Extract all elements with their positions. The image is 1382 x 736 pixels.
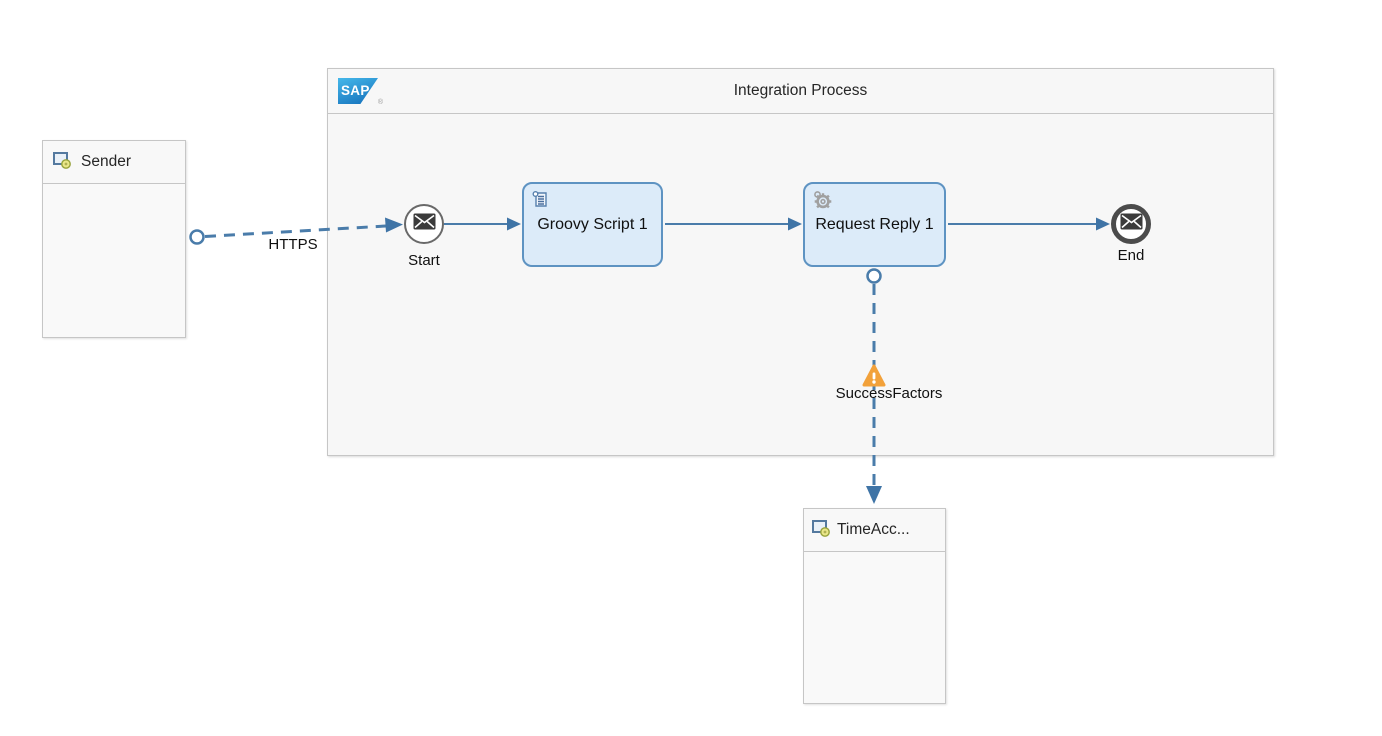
warning-icon[interactable]: [861, 363, 887, 394]
start-event-label: Start: [408, 252, 440, 269]
participant-receiver-header: TimeAcc...: [804, 509, 945, 552]
sap-logo-text: SAP: [338, 78, 378, 104]
participant-sender-label: Sender: [81, 153, 131, 170]
envelope-icon: [1120, 213, 1143, 235]
gear-icon: [811, 189, 834, 217]
sap-logo-reg: ®: [377, 99, 383, 106]
script-icon: [530, 189, 551, 215]
end-event-label: End: [1117, 247, 1145, 264]
participant-sender[interactable]: Sender: [42, 140, 186, 338]
integration-process-pool[interactable]: SAP ® Integration Process: [327, 68, 1274, 456]
participant-sender-header: Sender: [43, 141, 185, 184]
envelope-icon: [413, 213, 436, 235]
participant-icon: [52, 150, 72, 175]
pool-header: SAP ® Integration Process: [328, 69, 1273, 114]
groovy-script-activity[interactable]: Groovy Script 1: [522, 182, 663, 267]
participant-receiver-label: TimeAcc...: [837, 521, 910, 538]
request-reply-label: Request Reply 1: [815, 215, 934, 233]
successfactors-flow-label: SuccessFactors: [835, 385, 943, 402]
groovy-script-label: Groovy Script 1: [537, 215, 648, 233]
pool-title: Integration Process: [733, 82, 868, 99]
request-reply-activity[interactable]: Request Reply 1: [803, 182, 946, 267]
participant-icon: [811, 518, 831, 543]
participant-receiver[interactable]: TimeAcc...: [803, 508, 946, 704]
start-event[interactable]: [404, 204, 444, 244]
https-flow-label: HTTPS: [268, 236, 318, 253]
end-event[interactable]: [1111, 204, 1151, 244]
sap-logo-icon: SAP ®: [338, 78, 383, 106]
